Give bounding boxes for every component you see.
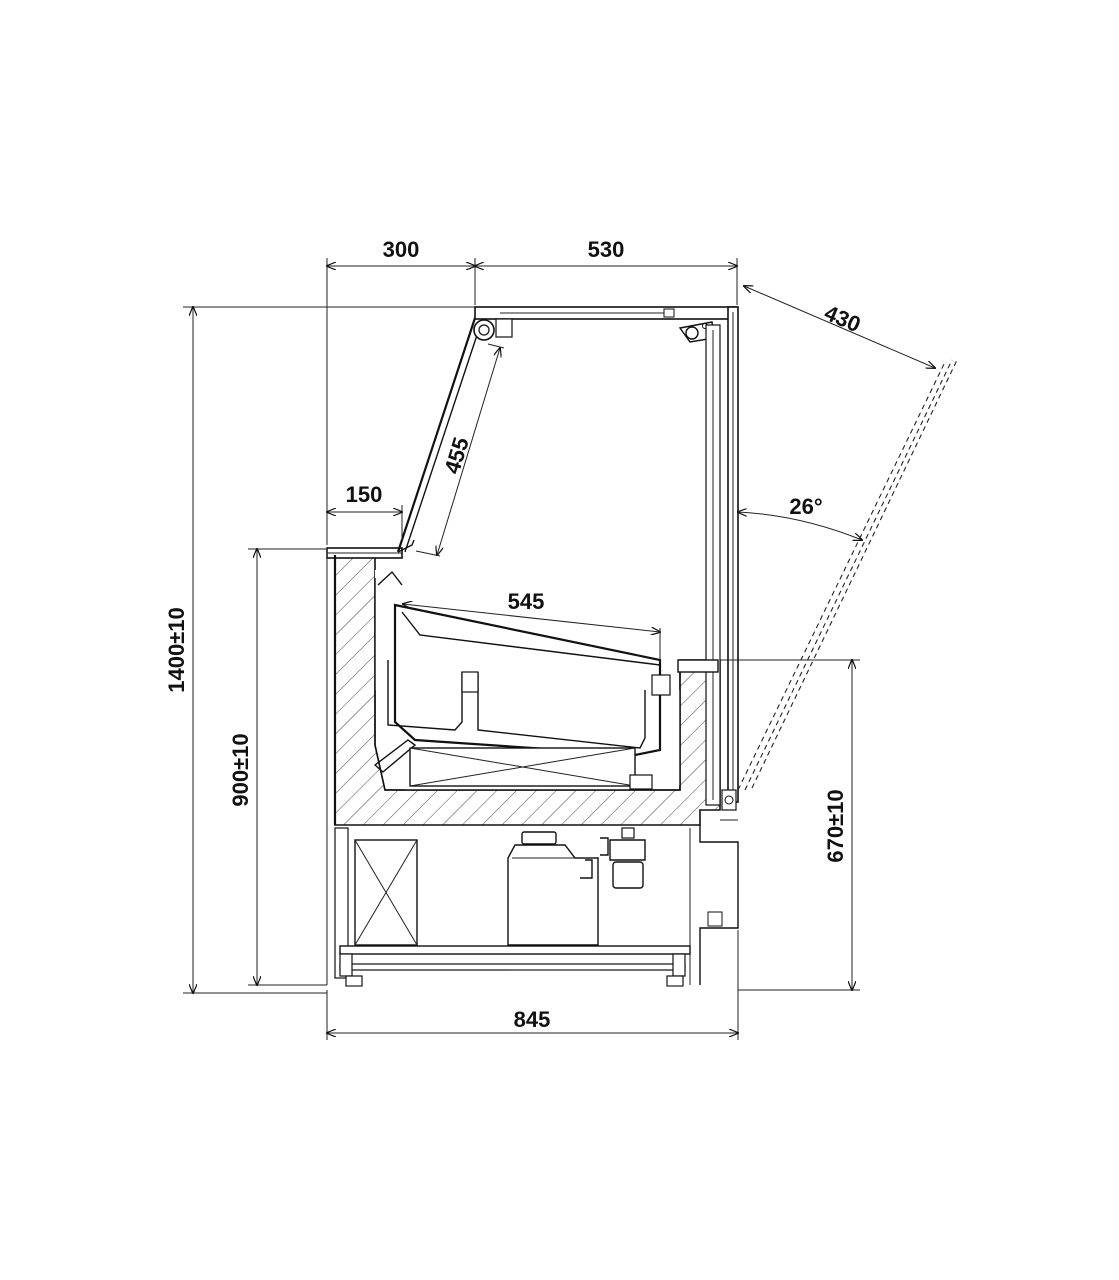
dim-430: 430 [821,300,865,337]
front-glass [396,317,495,553]
open-door-dashed [737,357,959,791]
dimension-670: 670±10 [720,660,860,990]
dimension-top: 300 530 [327,237,737,545]
dim-26-deg: 26° [789,494,822,519]
dimension-150: 150 [327,482,402,540]
drain-trap [600,827,646,889]
inner-cavity [375,570,680,790]
dimension-430: 430 [744,286,935,368]
dim-545: 545 [508,589,545,614]
cabinet-body [326,547,721,985]
dimension-455: 455 [415,343,505,556]
dim-900: 900±10 [228,733,253,806]
dim-530: 530 [588,237,625,262]
dim-150: 150 [346,482,383,507]
dimension-900: 900±10 [228,549,327,985]
dim-845: 845 [514,1007,551,1032]
water-canister [507,831,599,946]
base-compartment [334,827,691,987]
dim-1400: 1400±10 [164,607,189,693]
top-frame [474,306,738,343]
evaporator [409,747,653,790]
dimension-845: 845 [327,930,738,1040]
dim-455: 455 [439,434,474,476]
dim-670: 670±10 [823,789,848,862]
rear-door [705,306,739,811]
dimension-545: 545 [403,589,660,662]
dimension-1400: 1400±10 [164,307,475,993]
rear-block [677,659,739,985]
dimension-angle: 26° [738,494,862,540]
dim-300: 300 [383,237,420,262]
